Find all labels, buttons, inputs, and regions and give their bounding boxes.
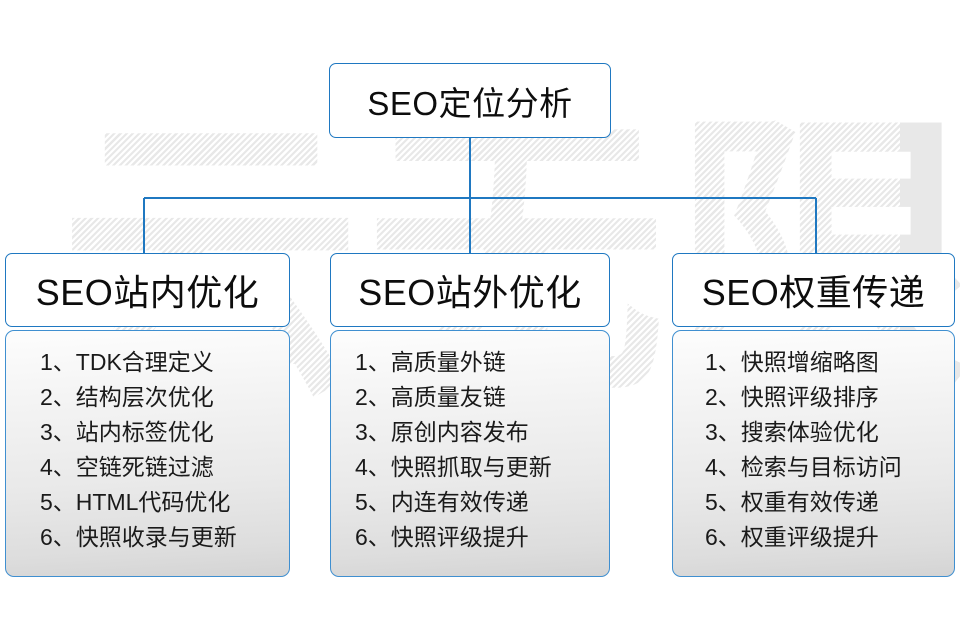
column-header-label-1: SEO站内优化 <box>35 272 260 313</box>
list-item: 4、快照抓取与更新 <box>355 454 552 480</box>
column-list-seo-weight-transfer: 1、快照增缩略图 2、快照评级排序 3、搜索体验优化 4、检索与目标访问 5、权… <box>672 330 955 577</box>
list-item: 6、权重评级提升 <box>705 524 879 550</box>
column-header-seo-weight-transfer[interactable]: SEO权重传递 <box>672 253 955 327</box>
list-item: 6、快照评级提升 <box>355 524 529 550</box>
list-item: 2、高质量友链 <box>355 384 506 410</box>
list-item: 6、快照收录与更新 <box>40 524 237 550</box>
list-item: 3、原创内容发布 <box>355 419 529 445</box>
column-list-seo-onsite: 1、TDK合理定义 2、结构层次优化 3、站内标签优化 4、空链死链过滤 5、H… <box>5 330 290 577</box>
root-node-label: SEO定位分析 <box>367 84 573 122</box>
column-header-label-2: SEO站外优化 <box>358 272 582 313</box>
list-item: 2、结构层次优化 <box>40 384 214 410</box>
column-header-seo-offsite[interactable]: SEO站外优化 <box>330 253 610 327</box>
column-list-seo-offsite: 1、高质量外链 2、高质量友链 3、原创内容发布 4、快照抓取与更新 5、内连有… <box>330 330 610 577</box>
list-item: 1、快照增缩略图 <box>705 349 879 375</box>
list-item: 2、快照评级排序 <box>705 384 879 410</box>
list-items-1: 1、TDK合理定义 2、结构层次优化 3、站内标签优化 4、空链死链过滤 5、H… <box>6 345 289 555</box>
list-items-2: 1、高质量外链 2、高质量友链 3、原创内容发布 4、快照抓取与更新 5、内连有… <box>331 345 609 555</box>
list-item: 1、高质量外链 <box>355 349 506 375</box>
list-item: 1、TDK合理定义 <box>40 349 214 375</box>
list-item: 3、搜索体验优化 <box>705 419 879 445</box>
column-header-label-3: SEO权重传递 <box>701 272 926 313</box>
list-items-3: 1、快照增缩略图 2、快照评级排序 3、搜索体验优化 4、检索与目标访问 5、权… <box>673 345 954 555</box>
list-item: 4、空链死链过滤 <box>40 454 214 480</box>
list-item: 4、检索与目标访问 <box>705 454 902 480</box>
column-header-seo-onsite[interactable]: SEO站内优化 <box>5 253 290 327</box>
list-item: 3、站内标签优化 <box>40 419 214 445</box>
list-item: 5、HTML代码优化 <box>40 489 231 515</box>
root-node-seo-positioning-analysis[interactable]: SEO定位分析 <box>329 63 611 138</box>
list-item: 5、权重有效传递 <box>705 489 879 515</box>
list-item: 5、内连有效传递 <box>355 489 529 515</box>
